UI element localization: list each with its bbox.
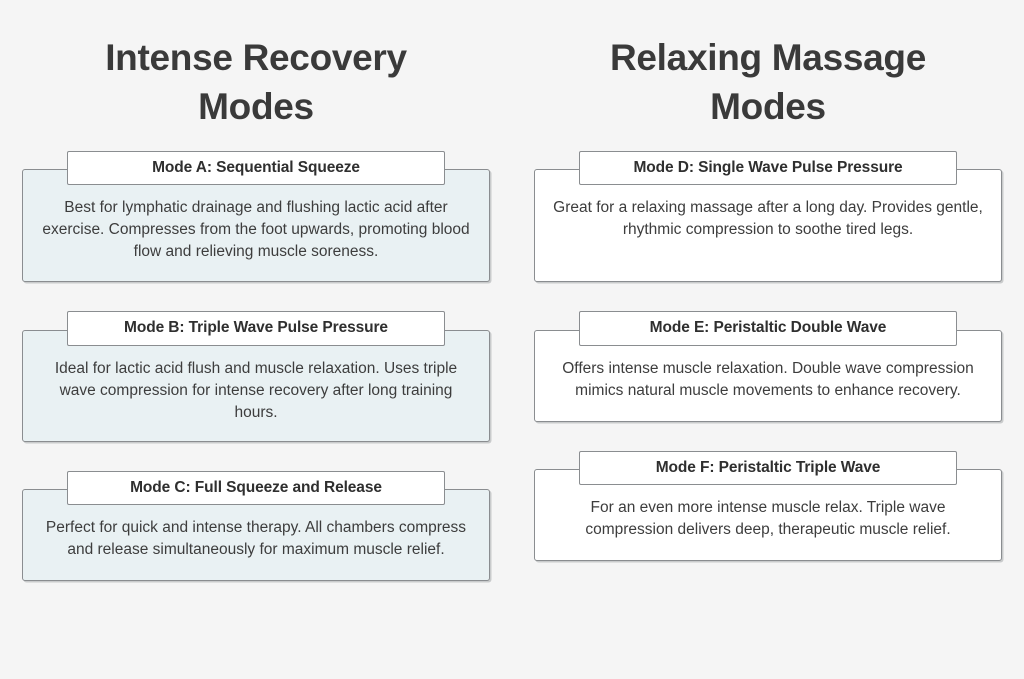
column-title-relaxing-massage: Relaxing Massage Modes	[568, 33, 968, 131]
mode-card-b-body: Ideal for lactic acid flush and muscle r…	[22, 329, 490, 442]
column-title-intense-recovery: Intense Recovery Modes	[56, 33, 456, 131]
mode-card-c[interactable]: Mode C: Full Squeeze and Release Perfect…	[22, 470, 490, 581]
mode-card-a-body: Best for lymphatic drainage and flushing…	[22, 169, 490, 283]
column-intense-recovery: Intense Recovery Modes Mode A: Sequentia…	[0, 33, 512, 581]
mode-card-d[interactable]: Mode D: Single Wave Pulse Pressure Great…	[534, 151, 1002, 283]
mode-card-b-header: Mode B: Triple Wave Pulse Pressure	[67, 311, 445, 346]
card-list-relaxing-massage: Mode D: Single Wave Pulse Pressure Great…	[512, 151, 1024, 561]
mode-card-e-header: Mode E: Peristaltic Double Wave	[579, 311, 957, 346]
mode-card-f-header: Mode F: Peristaltic Triple Wave	[579, 450, 957, 485]
mode-card-a-header: Mode A: Sequential Squeeze	[67, 151, 445, 186]
column-title-line-2: Modes	[198, 86, 314, 128]
mode-card-e[interactable]: Mode E: Peristaltic Double Wave Offers i…	[534, 311, 1002, 422]
mode-card-c-header: Mode C: Full Squeeze and Release	[67, 470, 445, 505]
mode-card-d-body: Great for a relaxing massage after a lon…	[534, 169, 1002, 283]
card-list-intense-recovery: Mode A: Sequential Squeeze Best for lymp…	[0, 151, 512, 581]
mode-card-f[interactable]: Mode F: Peristaltic Triple Wave For an e…	[534, 450, 1002, 561]
column-relaxing-massage: Relaxing Massage Modes Mode D: Single Wa…	[512, 0, 1024, 679]
mode-card-d-header: Mode D: Single Wave Pulse Pressure	[579, 151, 957, 186]
column-title-line-2: Modes	[710, 86, 826, 128]
column-title-line-1: Relaxing Massage	[609, 37, 926, 78]
column-title-line-1: Intense Recovery	[105, 37, 407, 78]
mode-card-a[interactable]: Mode A: Sequential Squeeze Best for lymp…	[22, 151, 490, 283]
mode-card-b[interactable]: Mode B: Triple Wave Pulse Pressure Ideal…	[22, 311, 490, 442]
